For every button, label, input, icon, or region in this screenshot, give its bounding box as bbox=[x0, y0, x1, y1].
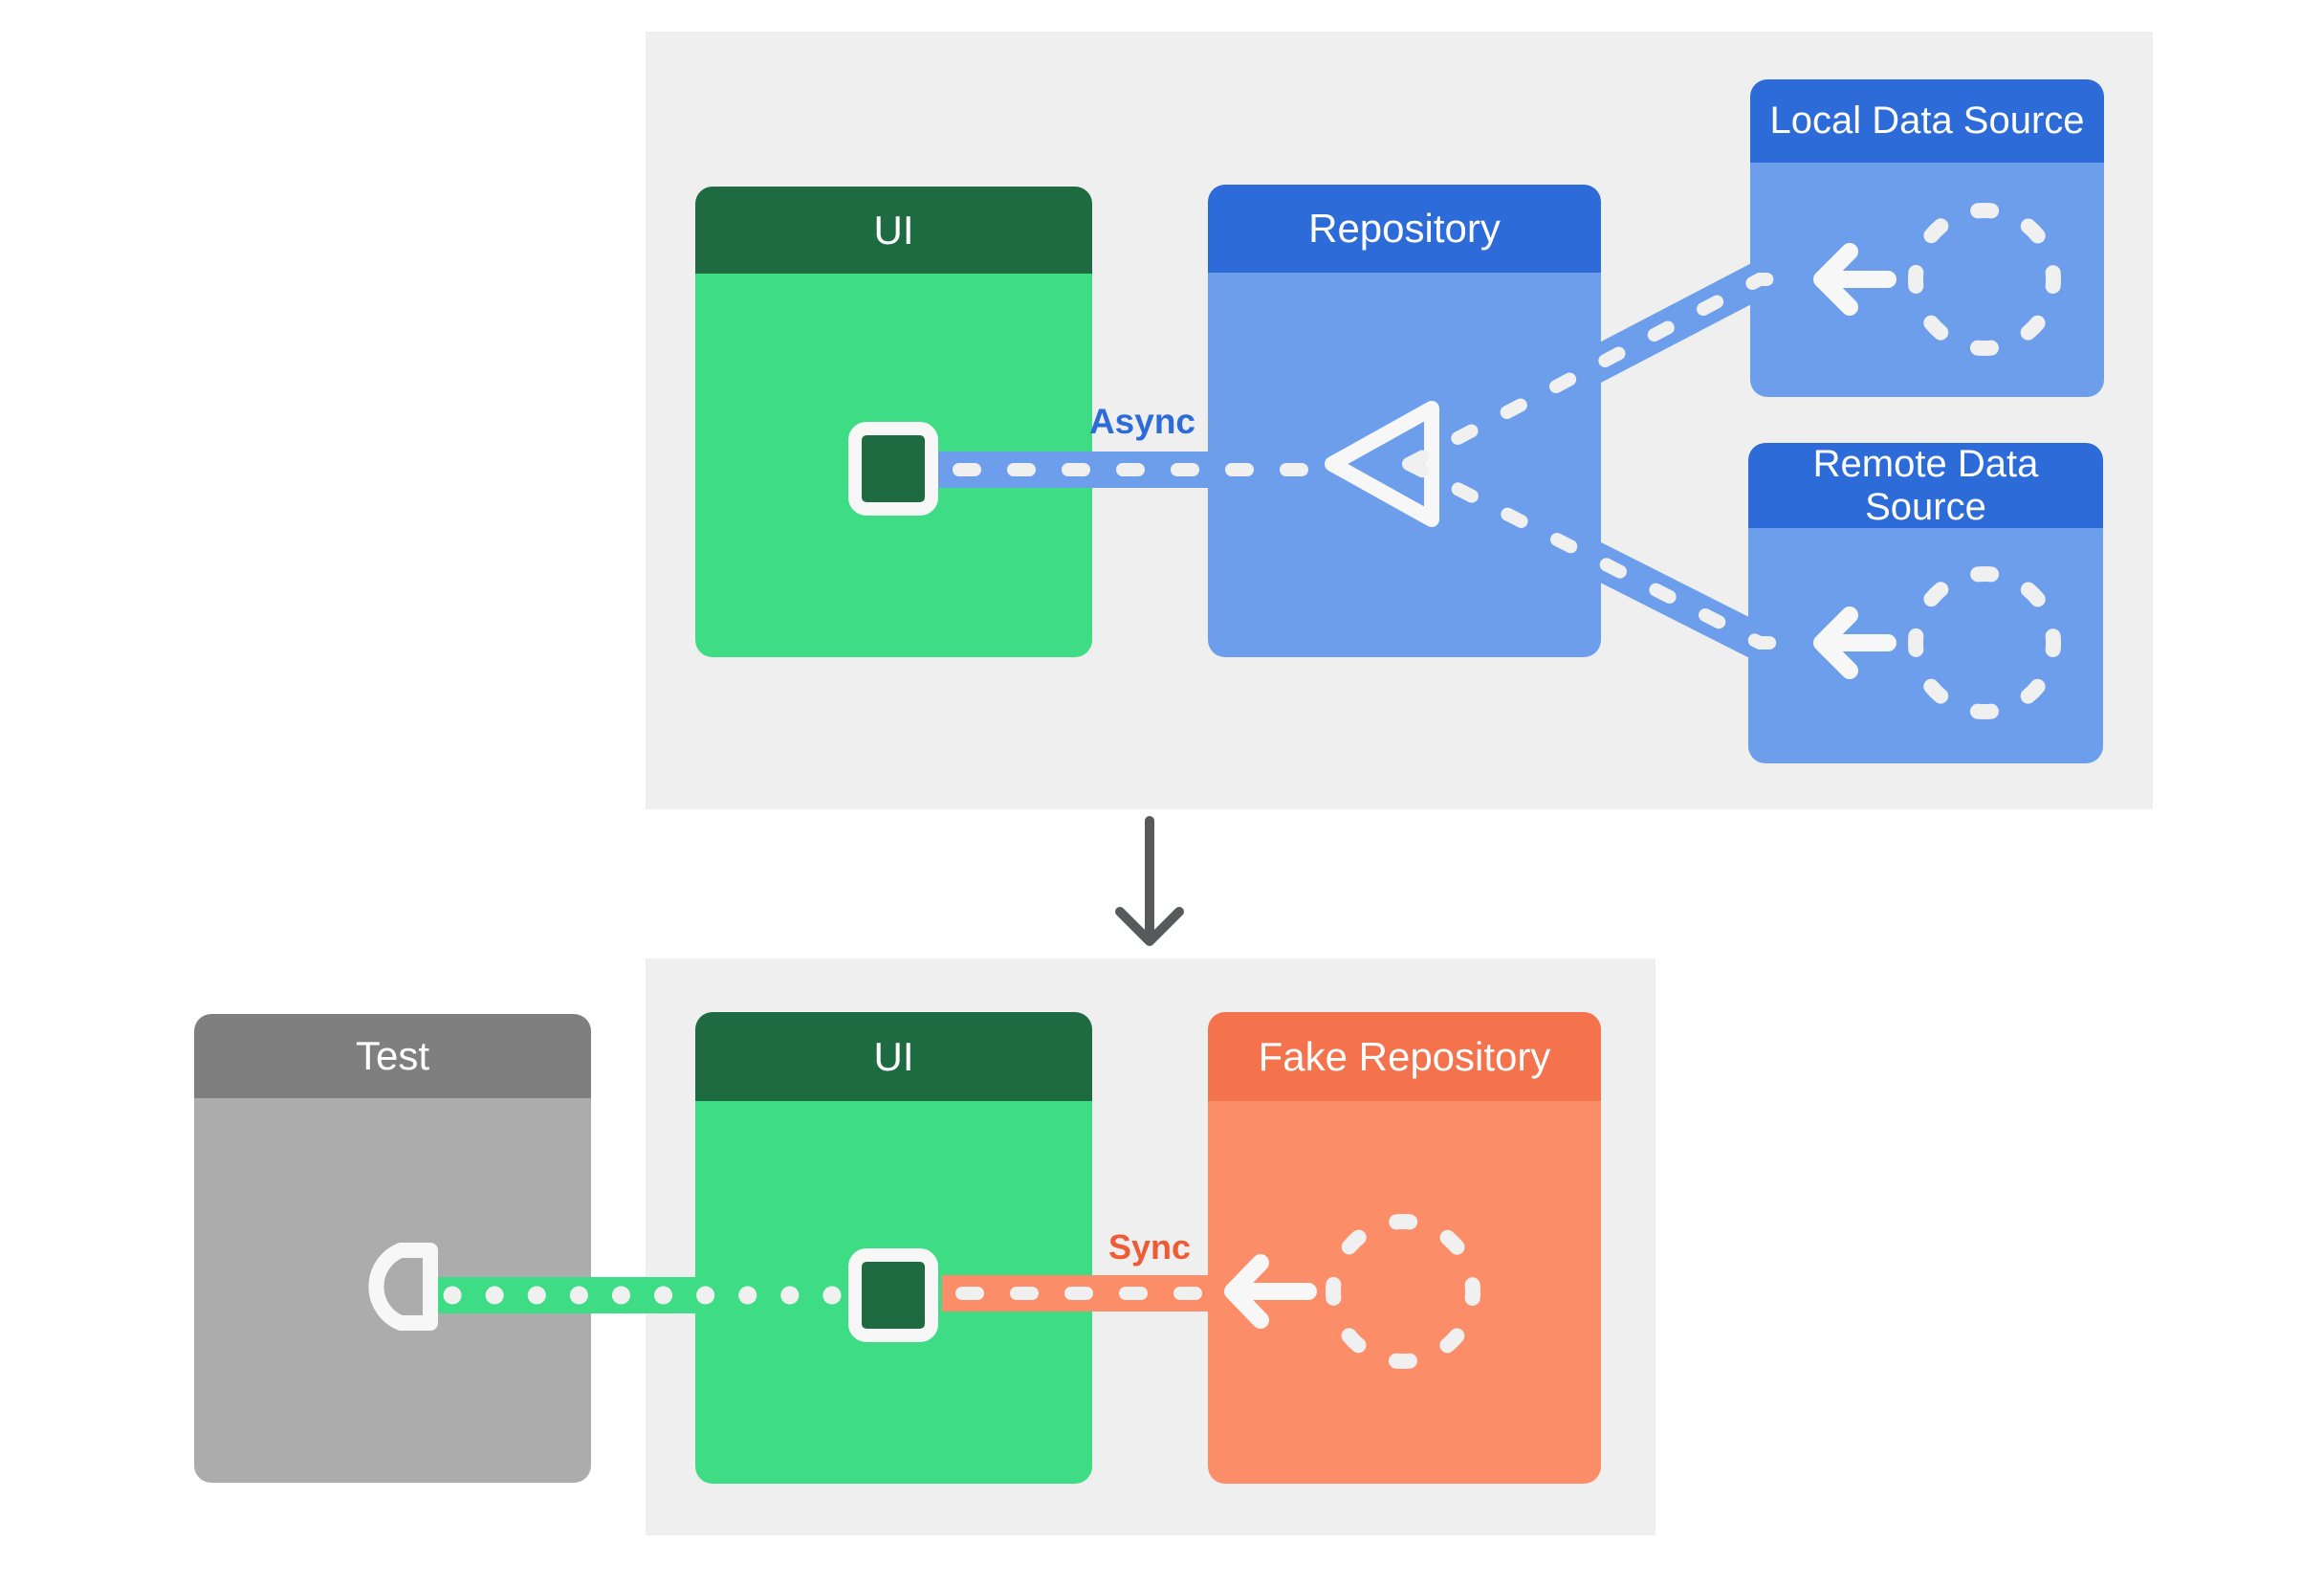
remote-arrow-left-icon bbox=[1813, 606, 1896, 679]
test-box: Test bbox=[194, 1014, 591, 1483]
ui-box-title: UI bbox=[873, 207, 914, 253]
ui-box-test-title: UI bbox=[873, 1033, 914, 1079]
fake-repository-title: Fake Repository bbox=[1258, 1033, 1551, 1079]
local-data-source-title: Local Data Source bbox=[1769, 99, 2085, 143]
ui-port-test-icon bbox=[848, 1248, 938, 1342]
test-box-header: Test bbox=[194, 1014, 591, 1098]
test-box-title: Test bbox=[355, 1033, 430, 1079]
local-data-source-header: Local Data Source bbox=[1750, 79, 2104, 163]
repository-box-header: Repository bbox=[1208, 185, 1601, 273]
sync-label: Sync bbox=[1107, 1227, 1191, 1267]
remote-data-source-box: Remote Data Source bbox=[1748, 443, 2103, 763]
fake-source-dashed-circle-icon bbox=[1326, 1214, 1480, 1369]
remote-source-dashed-circle-icon bbox=[1908, 566, 2061, 719]
merge-triangle-icon bbox=[1325, 401, 1439, 527]
arrow-down-icon bbox=[1115, 816, 1184, 946]
repository-box-title: Repository bbox=[1308, 206, 1501, 252]
remote-dashed-flow bbox=[1402, 457, 1812, 650]
async-label: Async bbox=[1088, 402, 1195, 441]
fake-repository-header: Fake Repository bbox=[1208, 1012, 1601, 1101]
fake-repository-box: Fake Repository bbox=[1208, 1012, 1601, 1484]
local-dashed-flow bbox=[1402, 273, 1812, 471]
local-arrow-left-icon bbox=[1813, 243, 1896, 316]
ui-port-icon bbox=[848, 422, 938, 516]
test-socket-icon bbox=[368, 1243, 438, 1331]
local-source-dashed-circle-icon bbox=[1908, 203, 2061, 356]
fake-arrow-left-icon bbox=[1224, 1254, 1317, 1329]
ui-box-test-header: UI bbox=[695, 1012, 1092, 1101]
remote-data-source-title: Remote Data Source bbox=[1812, 443, 2039, 528]
ui-box-header: UI bbox=[695, 187, 1092, 274]
remote-data-source-header: Remote Data Source bbox=[1748, 443, 2103, 528]
